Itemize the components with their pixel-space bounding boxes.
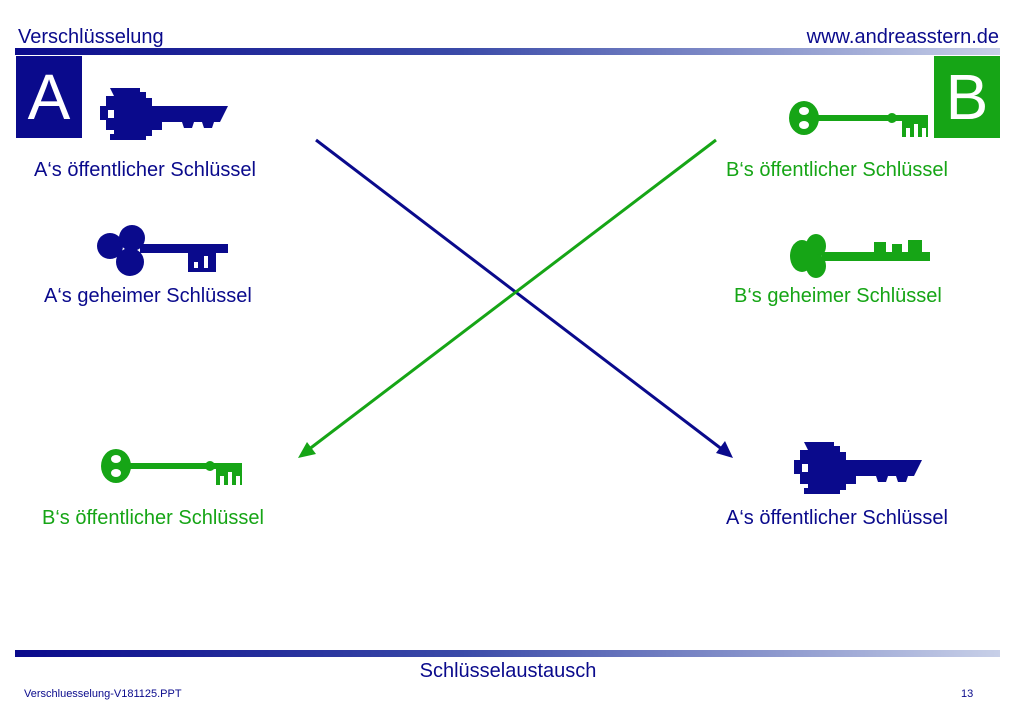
b-secret-key-label: B‘s geheimer Schlüssel bbox=[734, 285, 942, 307]
page-number: 13 bbox=[961, 688, 974, 700]
arrow-a-to-b bbox=[315, 138, 724, 452]
header-rule bbox=[15, 48, 1000, 55]
party-a-letter: A bbox=[27, 61, 71, 133]
party-b-letter: B bbox=[945, 61, 989, 133]
received-a-public-key-label: A‘s öffentlicher Schlüssel bbox=[726, 507, 948, 529]
received-b-public-key-icon bbox=[101, 449, 242, 485]
party-a-badge: A bbox=[16, 56, 82, 138]
b-public-key-icon bbox=[789, 101, 928, 137]
footer-rule bbox=[15, 650, 1000, 657]
a-public-key-label: A‘s öffentlicher Schlüssel bbox=[34, 159, 256, 181]
arrow-a-to-b-head bbox=[716, 441, 733, 458]
arrow-b-to-a-head bbox=[298, 442, 316, 458]
received-b-public-key-label: B‘s öffentlicher Schlüssel bbox=[42, 507, 264, 529]
a-secret-key-icon bbox=[97, 225, 228, 276]
slide-title: Verschlüsselung bbox=[18, 26, 164, 48]
b-secret-key-icon bbox=[790, 234, 930, 278]
party-b-badge: B bbox=[934, 56, 1000, 138]
website-url: www.andreasstern.de bbox=[806, 26, 999, 48]
footer-filename: Verschluesselung-V181125.PPT bbox=[24, 688, 182, 700]
arrow-b-to-a bbox=[307, 138, 717, 452]
a-secret-key-label: A‘s geheimer Schlüssel bbox=[44, 285, 252, 307]
slide-caption: Schlüsselaustausch bbox=[419, 660, 597, 682]
received-a-public-key-icon bbox=[794, 442, 922, 494]
b-public-key-label: B‘s öffentlicher Schlüssel bbox=[726, 159, 948, 181]
a-public-key-icon bbox=[100, 88, 228, 140]
